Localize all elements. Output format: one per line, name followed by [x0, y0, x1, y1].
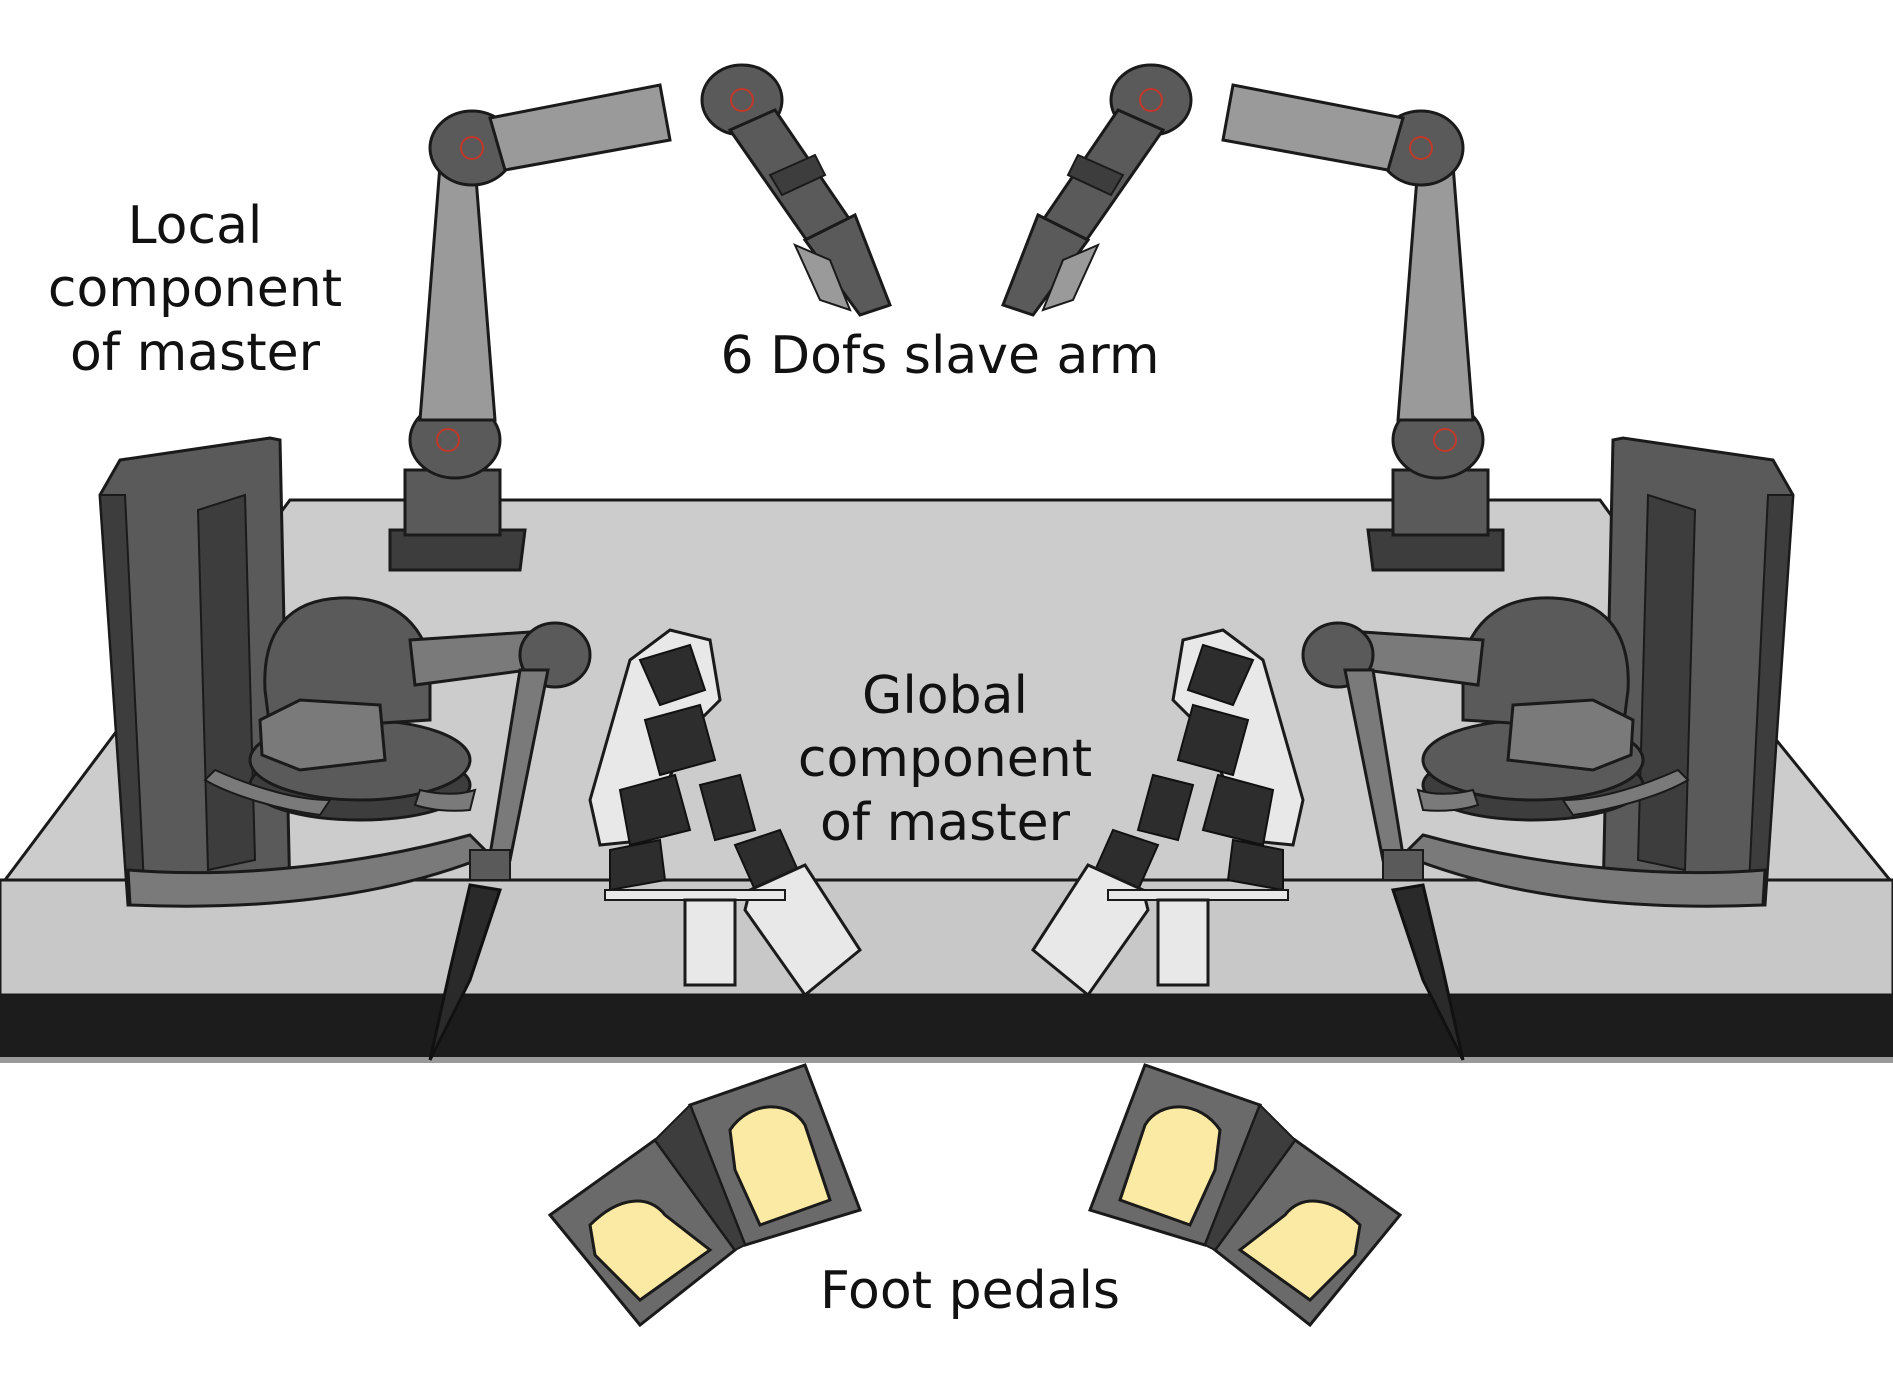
foot-pedals-label: Foot pedals [819, 1261, 1120, 1321]
slave-arm-left [388, 63, 892, 572]
global-master-label: Global component of master [780, 665, 1110, 855]
global-master-label-line-1: Global [862, 666, 1028, 726]
slave-arm-label: 6 Dofs slave arm [720, 326, 1160, 386]
local-master-label-line-1: Local [127, 196, 263, 256]
local-master-label-line-2: component [47, 259, 343, 320]
slave-arm-right [1001, 63, 1505, 572]
table-edge-band [0, 995, 1893, 1057]
local-master-label-line-3: of master [69, 322, 321, 383]
global-master-label-line-2: component [797, 729, 1093, 790]
table-lower-strip [0, 1057, 1893, 1063]
global-master-label-line-3: of master [819, 792, 1071, 853]
local-master-label: Local component of master [30, 195, 360, 385]
